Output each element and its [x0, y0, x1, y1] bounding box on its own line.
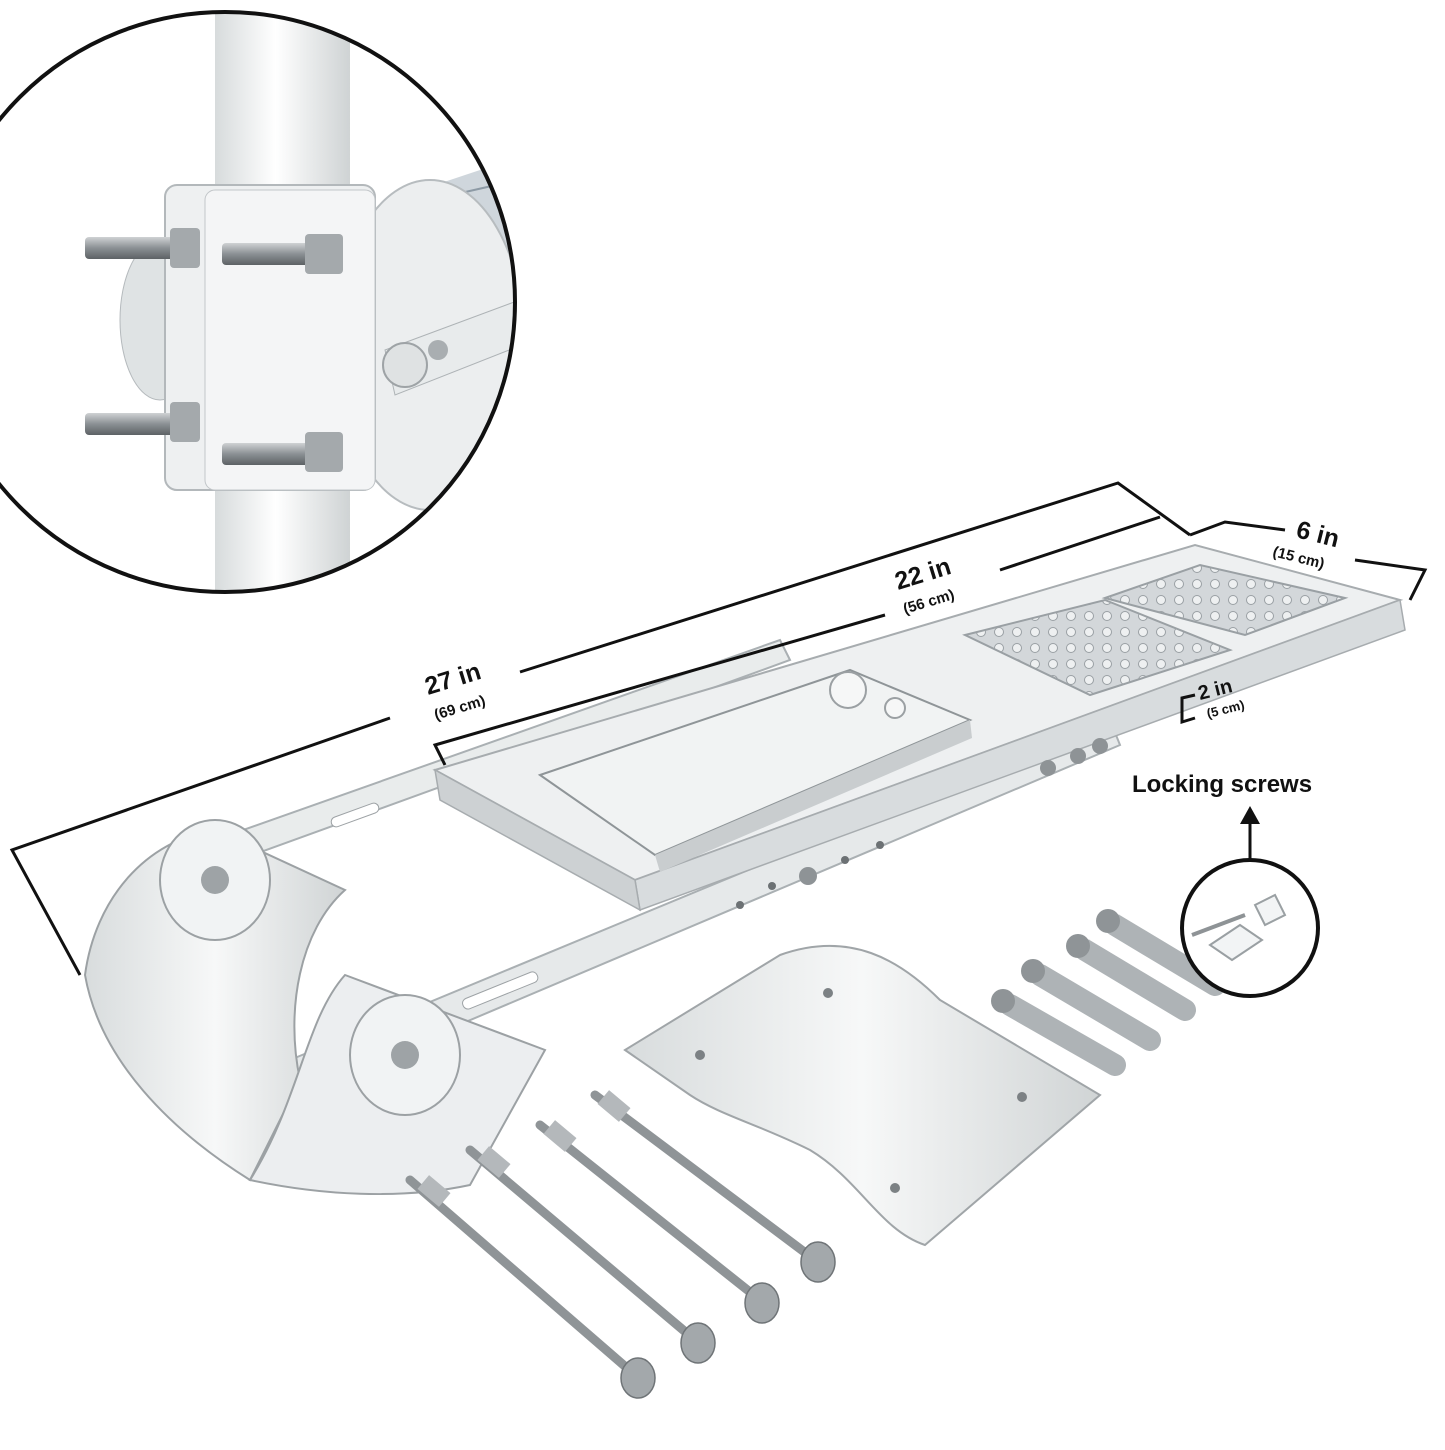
callout-label: Locking screws: [1132, 771, 1312, 798]
arrow-up-icon: [1240, 806, 1260, 824]
dimension-width-main: 6 in: [1294, 516, 1343, 554]
pivot-plate-icon: [159, 819, 461, 1116]
mounting-plate: [623, 944, 1102, 1247]
motion-sensor-icon: [829, 671, 867, 709]
u-bolt-icon: [85, 228, 343, 472]
dimension-width: 6 in (15 cm): [1271, 516, 1342, 573]
dimension-lines: [9, 481, 1428, 976]
led-array: [1101, 563, 1349, 637]
led-array: [962, 598, 1233, 697]
locking-screw-detail: [1180, 858, 1320, 998]
pole-mount-inset: [0, 10, 517, 594]
expansion-anchor-icon: [991, 909, 1226, 1076]
locking-screw-icon: [799, 738, 1108, 885]
long-bolt-icon: [405, 1090, 836, 1399]
locking-screws-callout: Locking screws: [1132, 771, 1320, 998]
dimension-body: 22 in (56 cm): [892, 552, 957, 618]
street-light-fixture: [83, 543, 1406, 1196]
dimension-overall: 27 in (69 cm): [422, 657, 488, 724]
wing-screw-icon: [1191, 893, 1287, 962]
